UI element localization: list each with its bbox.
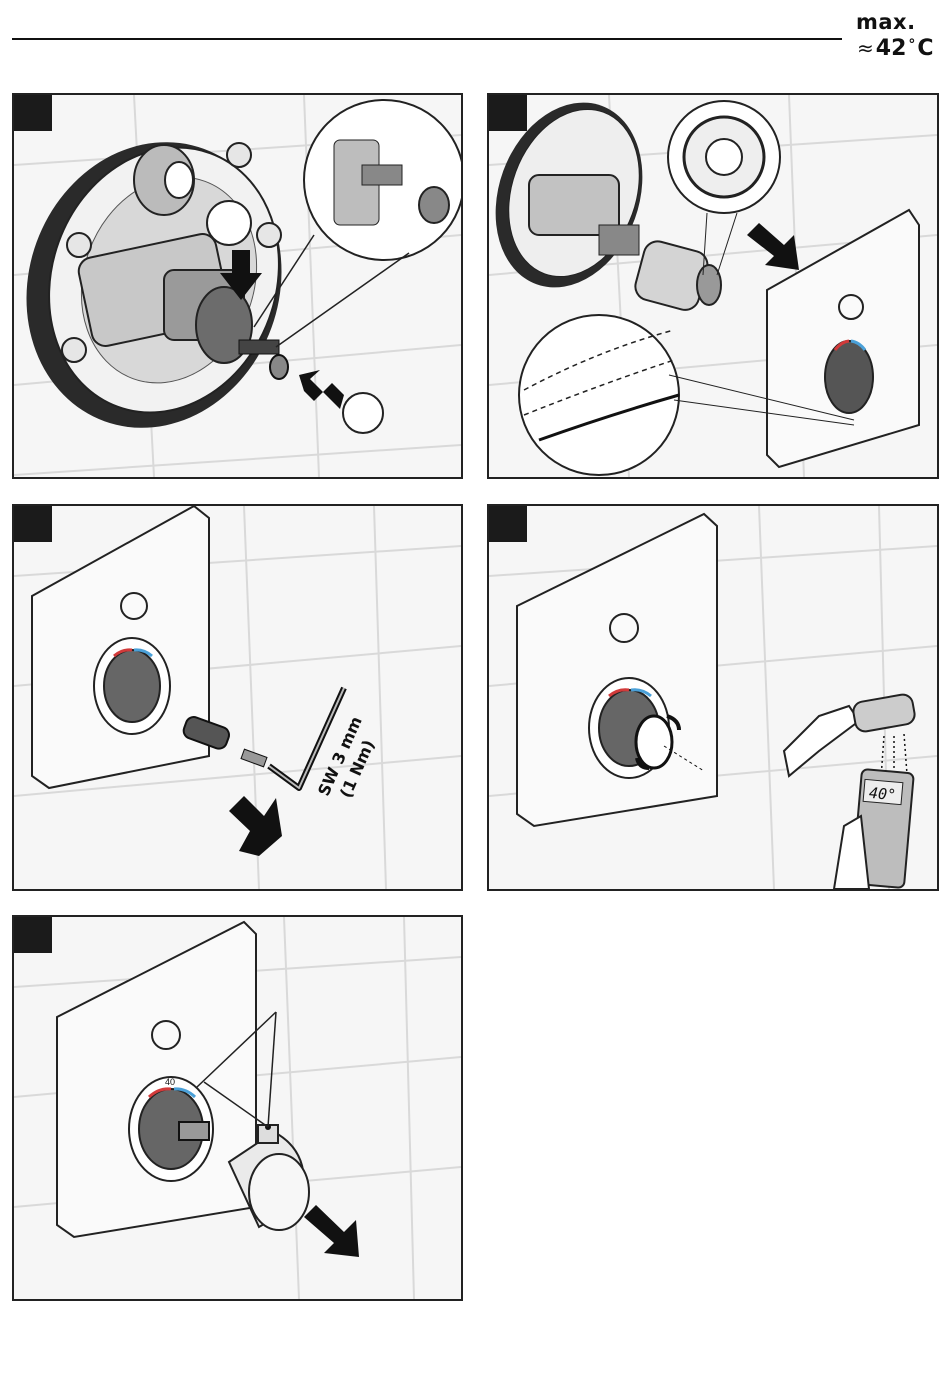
step-1-badge <box>14 95 52 131</box>
step-4-badge <box>489 506 527 542</box>
step-2-badge <box>489 95 527 131</box>
step-3-illustration <box>14 506 461 889</box>
thermometer-display: 40° <box>868 784 897 804</box>
step-2-illustration <box>489 95 937 477</box>
approx-symbol: ≈ <box>857 36 874 60</box>
step-3-panel: SW 3 mm (1 Nm) <box>12 504 463 891</box>
step-5-illustration <box>14 917 461 1299</box>
dial-mark: 40 <box>165 1077 175 1087</box>
temperature-value: 42 <box>876 36 907 61</box>
step-5-badge <box>14 917 52 953</box>
temperature-unit: C <box>917 36 933 61</box>
max-temperature: ≈42°C <box>857 36 934 61</box>
step-5-panel: 40 <box>12 915 463 1301</box>
step-4-panel: 40° <box>487 504 939 891</box>
step-1-panel <box>12 93 463 479</box>
max-label: max. <box>856 10 916 34</box>
step-2-panel <box>487 93 939 479</box>
degree-symbol: ° <box>908 37 915 53</box>
step-3-badge <box>14 506 52 542</box>
header-rule <box>12 38 842 40</box>
step-4-illustration <box>489 506 937 889</box>
step-1-illustration <box>14 95 461 477</box>
